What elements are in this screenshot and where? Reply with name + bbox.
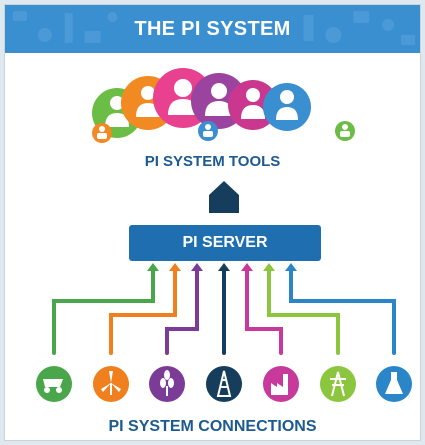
arrowhead [147, 263, 159, 271]
arrowhead [218, 263, 230, 271]
mining-truck-icon [36, 366, 72, 402]
tools-label: PI SYSTEM TOOLS [144, 153, 281, 170]
banner-pattern [12, 11, 416, 45]
connection-line [289, 267, 396, 355]
arrowhead [169, 263, 181, 271]
flask-icon [376, 366, 412, 402]
arrowhead [241, 263, 253, 271]
diagram-frame: THE PI SYSTEM [4, 4, 421, 441]
connections-label: PI SYSTEM CONNECTIONS [108, 418, 317, 435]
oil-well-icon [206, 366, 242, 402]
arrowhead [191, 263, 203, 271]
pi-server-box: PI SERVER [129, 225, 321, 261]
person-icon [263, 83, 311, 131]
connection-line [165, 267, 199, 355]
title-banner: THE PI SYSTEM [5, 5, 420, 53]
page-title: THE PI SYSTEM [134, 18, 291, 40]
wheat-icon [149, 366, 185, 402]
pi-system-diagram: PI SYSTEM TOOLS PI SERVER PI SYSTEM CONN… [5, 53, 420, 440]
person-icon [335, 121, 355, 141]
wind-turbine-icon [93, 366, 129, 402]
person-icon [198, 121, 218, 141]
person-icon [92, 123, 112, 143]
up-arrow-icon [209, 181, 239, 213]
connection-line [52, 267, 155, 355]
arrowhead [263, 263, 275, 271]
power-tower-icon [320, 366, 356, 402]
connection-line [267, 267, 340, 355]
arrowhead [285, 263, 297, 271]
factory-icon [263, 366, 299, 402]
tools-people-group [92, 68, 355, 143]
connection-line [245, 267, 283, 355]
connection-line [109, 267, 177, 355]
